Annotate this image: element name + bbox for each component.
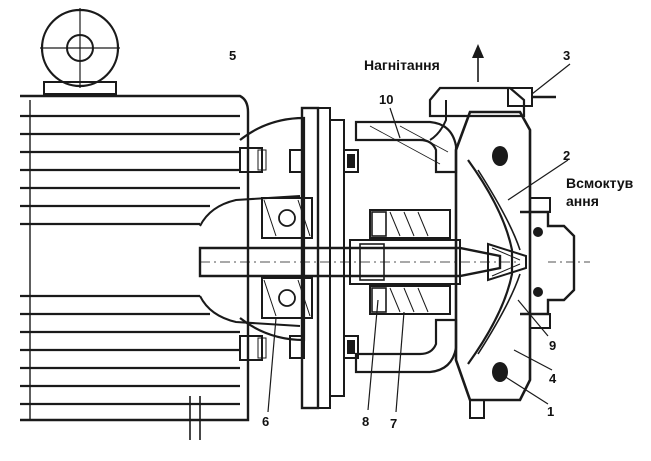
callout-9: 9 xyxy=(549,338,556,353)
discharge-arrow xyxy=(472,44,484,82)
text-labels: Нагнітання Всмоктув ання 1 2 3 4 5 6 7 8… xyxy=(229,48,634,431)
callout-3: 3 xyxy=(563,48,570,63)
pump-shaft xyxy=(198,239,520,285)
pump-casing xyxy=(428,86,556,419)
suction-label-line1: Всмоктув xyxy=(566,175,634,191)
callout-2: 2 xyxy=(563,148,570,163)
callout-10: 10 xyxy=(379,92,393,107)
callout-6: 6 xyxy=(262,414,269,429)
bearing-shield xyxy=(199,116,306,361)
callout-8: 8 xyxy=(362,414,369,429)
cooling-fins xyxy=(20,114,240,406)
leader-lines xyxy=(267,63,571,413)
coupling-flange xyxy=(289,106,359,410)
shaft-seal xyxy=(369,209,451,315)
callout-5: 5 xyxy=(229,48,236,63)
ball-bearing xyxy=(261,197,313,319)
impeller xyxy=(467,159,527,365)
discharge-label: Нагнітання xyxy=(364,57,440,73)
callout-1: 1 xyxy=(547,404,554,419)
suction-nozzle xyxy=(520,197,590,329)
suction-label-line2: ання xyxy=(566,193,599,209)
pump-bracket xyxy=(354,120,458,374)
callout-7: 7 xyxy=(390,416,397,431)
motor-housing xyxy=(20,94,250,422)
electric-motor xyxy=(20,8,250,440)
callout-4: 4 xyxy=(549,371,557,386)
